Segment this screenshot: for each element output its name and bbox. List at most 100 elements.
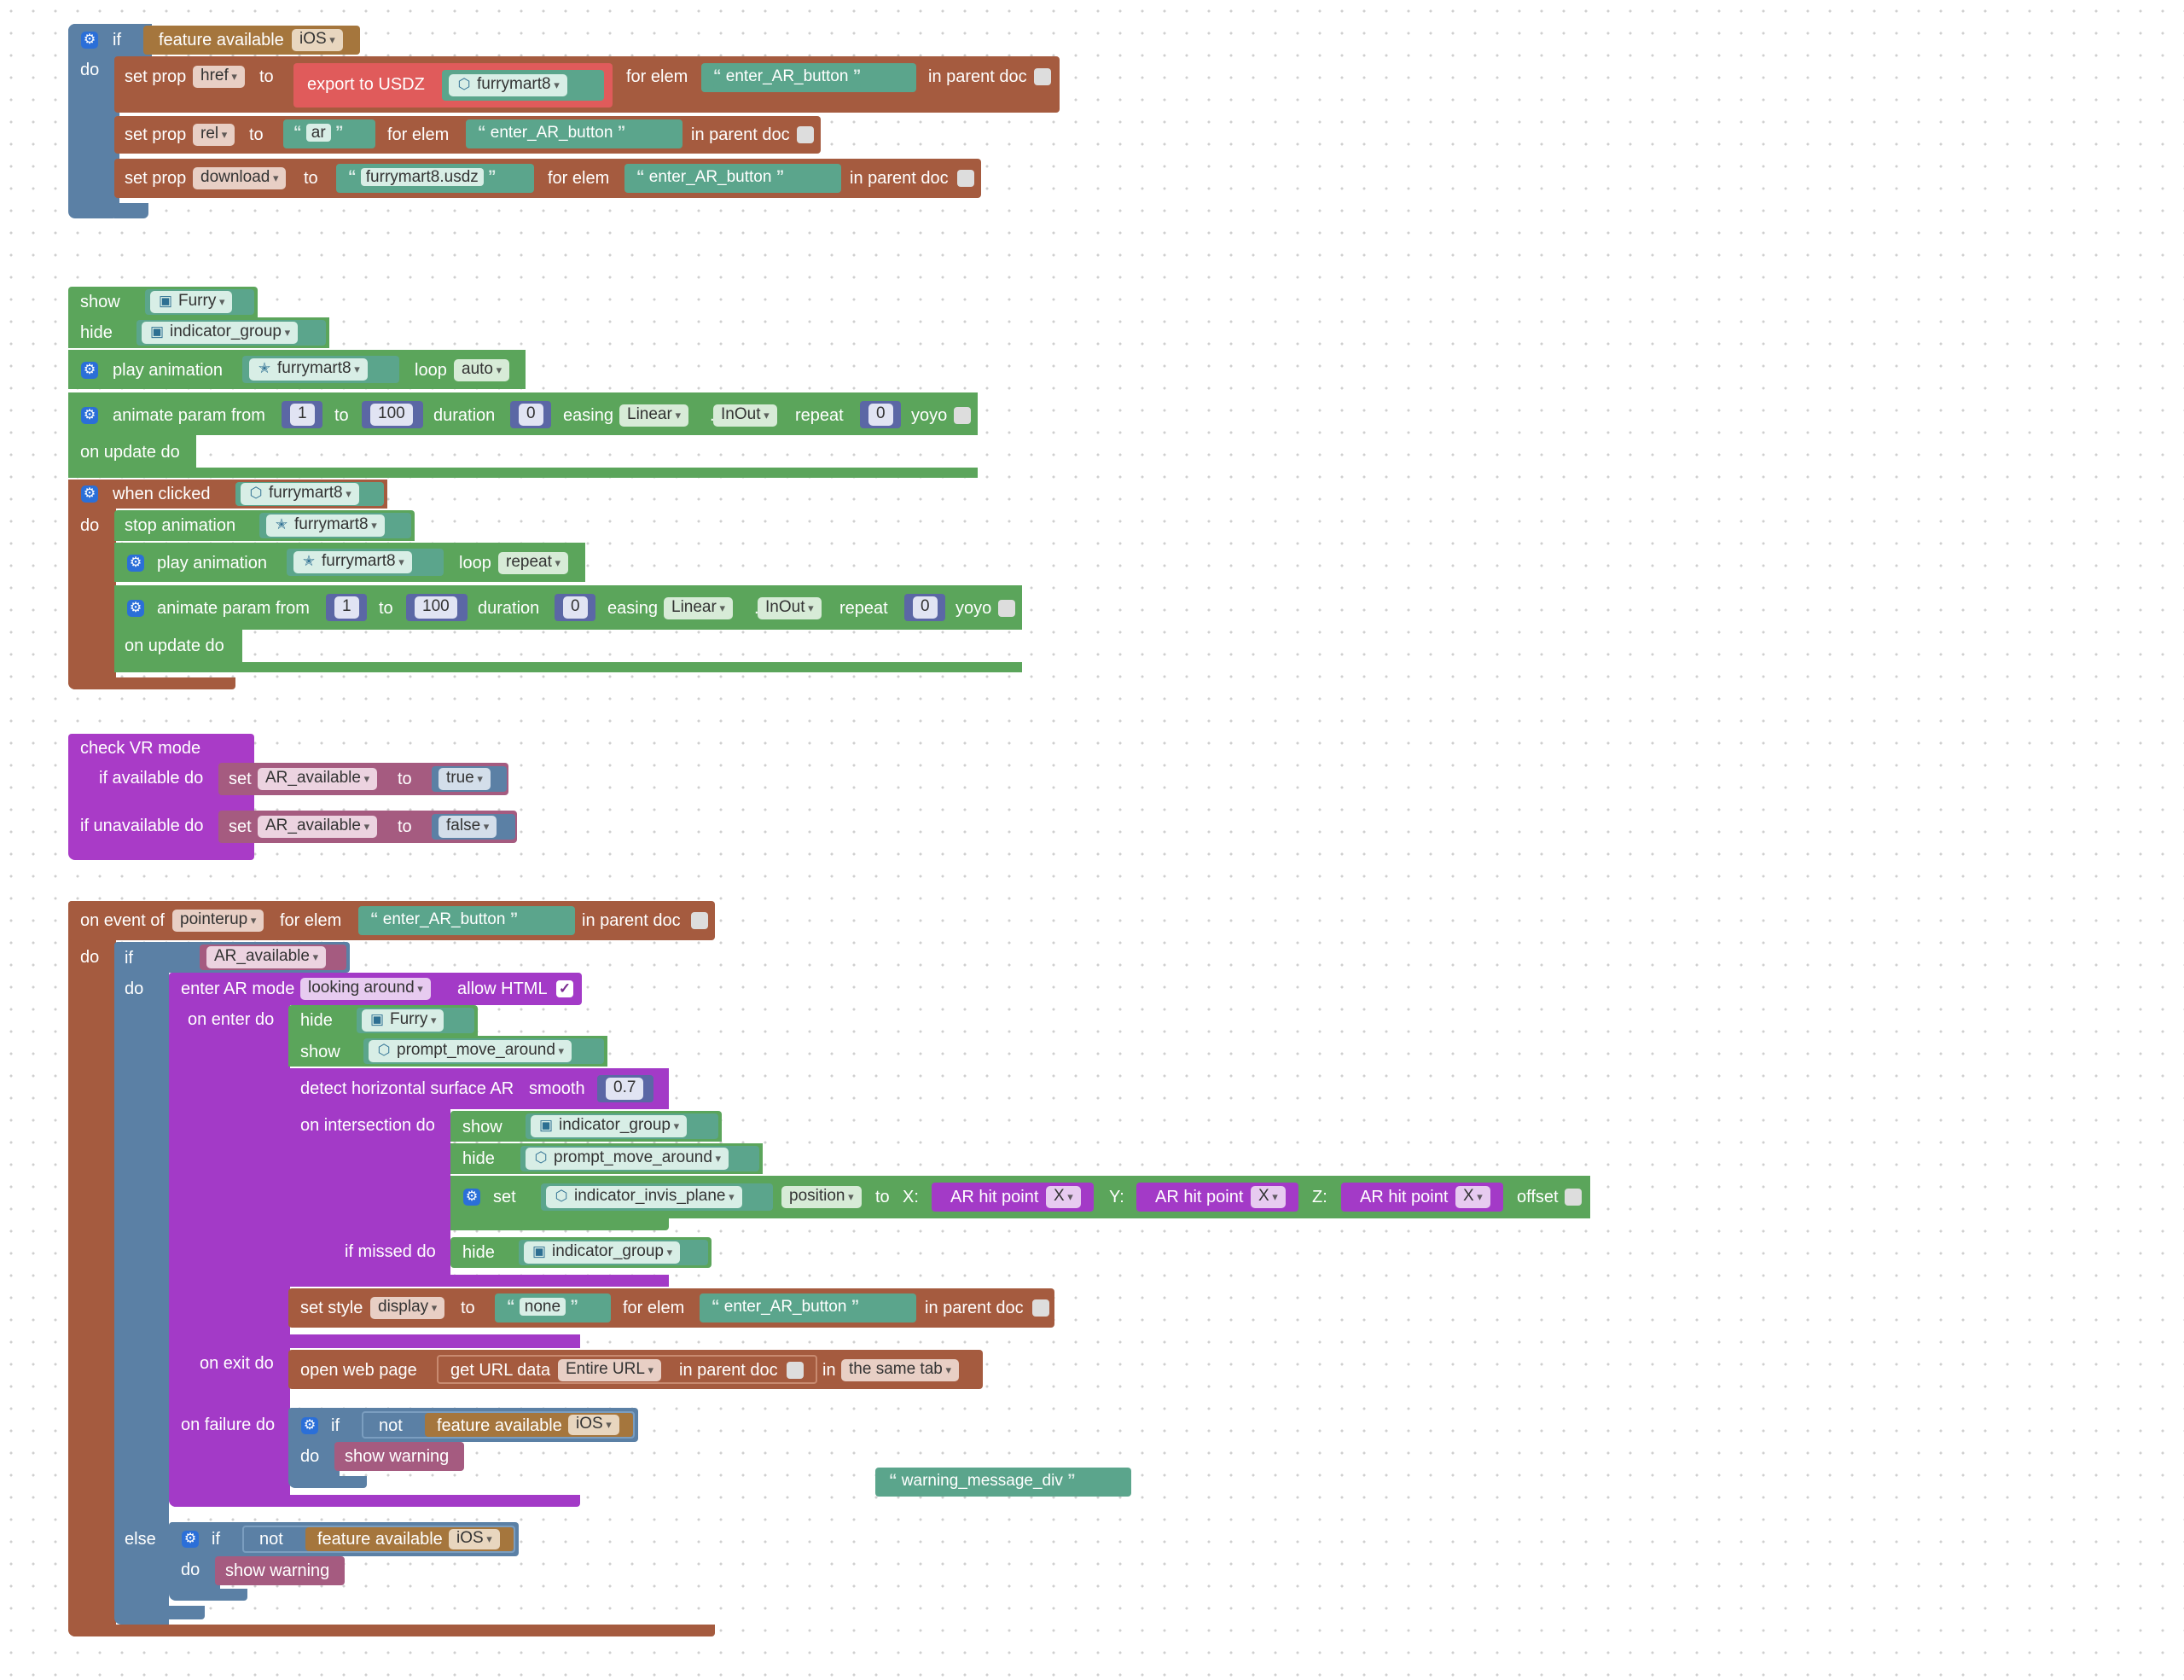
mutator-gear-icon[interactable]: ⚙ — [127, 555, 144, 572]
text-field-furrymart8-usdz[interactable]: furrymart8.usdz — [348, 167, 497, 189]
variable-dropdown-ar-available[interactable]: AR_available — [206, 946, 327, 968]
variable-dropdown-ar-available[interactable]: AR_available — [258, 768, 378, 790]
event-dropdown-pointerup[interactable]: pointerup — [172, 910, 264, 932]
feature-dropdown[interactable]: iOS — [292, 29, 343, 51]
text-field-enter-ar-button[interactable]: enter_AR_button — [478, 123, 625, 145]
mutator-gear-icon[interactable]: ⚙ — [301, 1417, 318, 1434]
feature-dropdown[interactable]: iOS — [449, 1529, 500, 1549]
text-field-enter-ar-button[interactable]: enter_AR_button — [713, 67, 862, 89]
on-event-footer — [68, 1625, 715, 1636]
in-parent-doc-checkbox[interactable] — [957, 170, 974, 187]
enter-ar-mode-frame[interactable] — [169, 973, 290, 1507]
axis-dropdown[interactable]: X — [1046, 1186, 1081, 1208]
in-parent-doc-checkbox[interactable] — [691, 912, 708, 929]
in-parent-doc-checkbox[interactable] — [1034, 68, 1051, 85]
object-dropdown-furrymart8[interactable]: ⬡furrymart8 — [241, 483, 359, 505]
cube-icon: ⬡ — [534, 1149, 548, 1166]
number-field-smooth[interactable]: 0.7 — [606, 1078, 644, 1100]
ar-mode-dropdown[interactable]: looking around — [300, 978, 431, 1000]
mutator-gear-icon[interactable]: ⚙ — [81, 32, 98, 49]
yoyo-checkbox[interactable] — [954, 407, 971, 424]
prop-dropdown-rel[interactable]: rel — [193, 124, 235, 146]
target-tab-dropdown[interactable]: the same tab — [841, 1359, 959, 1381]
mutator-gear-icon[interactable]: ⚙ — [81, 407, 98, 424]
object-dropdown-indicator-group[interactable]: ▣indicator_group — [524, 1241, 681, 1264]
property-dropdown-position[interactable]: position — [781, 1186, 862, 1208]
number-field-duration[interactable]: 0 — [519, 404, 543, 426]
object-dropdown-furrymart8[interactable]: ⬡furrymart8 — [449, 74, 567, 96]
number-field-repeat[interactable]: 0 — [913, 596, 938, 619]
loop-dropdown-auto[interactable]: auto — [454, 359, 510, 381]
when-clicked-block-frame[interactable] — [68, 480, 116, 689]
text-field-ar[interactable]: ar — [293, 123, 343, 145]
feature-dropdown[interactable]: iOS — [568, 1415, 619, 1435]
animation-dropdown-furrymart8[interactable]: ✭furrymart8 — [293, 551, 412, 573]
number-field-from[interactable]: 1 — [290, 404, 315, 426]
number-field-to[interactable]: 100 — [415, 596, 457, 619]
allow-html-checkbox[interactable]: ✓ — [556, 980, 573, 997]
prop-dropdown-href[interactable]: href — [193, 66, 245, 88]
show-warning-block[interactable] — [215, 1556, 345, 1585]
on-event-block-frame[interactable] — [68, 901, 116, 1636]
object-name: furrymart8 — [477, 75, 551, 93]
easing-type-dropdown[interactable]: Linear — [619, 404, 688, 427]
text-field-none[interactable]: none — [507, 1297, 578, 1319]
offset-checkbox[interactable] — [1565, 1189, 1582, 1206]
yoyo-label: yoyo — [911, 406, 948, 425]
show-warning-block[interactable] — [334, 1442, 464, 1471]
in-parent-doc-checkbox[interactable] — [787, 1362, 804, 1379]
object-dropdown-prompt-move-around[interactable]: ⬡prompt_move_around — [526, 1148, 729, 1170]
object-dropdown-indicator-group[interactable]: ▣indicator_group — [142, 322, 299, 344]
text-field-enter-ar-button[interactable]: enter_AR_button — [636, 167, 784, 189]
group-icon: ▣ — [158, 293, 173, 309]
object-dropdown-prompt-move-around[interactable]: ⬡prompt_move_around — [369, 1040, 572, 1062]
number-field-to[interactable]: 100 — [370, 404, 413, 426]
mutator-gear-icon[interactable]: ⚙ — [81, 362, 98, 379]
yoyo-checkbox[interactable] — [998, 600, 1015, 617]
in-parent-doc-checkbox[interactable] — [1032, 1299, 1049, 1317]
number-field-repeat[interactable]: 0 — [868, 404, 893, 426]
boolean-dropdown-false[interactable]: false — [439, 816, 497, 838]
object-dropdown-indicator-invis-plane[interactable]: ⬡indicator_invis_plane — [546, 1186, 742, 1208]
boolean-dropdown-true[interactable]: true — [439, 768, 491, 790]
axis-dropdown[interactable]: X — [1251, 1186, 1286, 1208]
mutator-gear-icon[interactable]: ⚙ — [463, 1189, 480, 1206]
object-dropdown-furry[interactable]: ▣Furry — [150, 291, 233, 313]
mutator-gear-icon[interactable]: ⚙ — [127, 600, 144, 617]
in-parent-doc-label: in parent doc — [691, 125, 790, 144]
variable-dropdown-ar-available[interactable]: AR_available — [258, 816, 378, 838]
loop-dropdown-repeat[interactable]: repeat — [498, 552, 569, 574]
mutator-gear-icon[interactable]: ⚙ — [182, 1531, 199, 1548]
for-elem-label: for elem — [626, 67, 688, 86]
easing-type-dropdown[interactable]: Linear — [664, 597, 733, 619]
for-elem-label: for elem — [548, 169, 610, 188]
in-parent-doc-checkbox[interactable] — [797, 126, 814, 143]
animation-dropdown-furrymart8[interactable]: ✭furrymart8 — [249, 358, 368, 381]
easing-mode-dropdown[interactable]: InOut — [713, 404, 777, 427]
url-part-dropdown[interactable]: Entire URL — [558, 1359, 662, 1381]
object-dropdown-furry[interactable]: ▣Furry — [362, 1009, 444, 1032]
feature-available-label: feature available — [317, 1530, 443, 1549]
running-figure-icon: ✭ — [302, 553, 316, 569]
style-dropdown-display[interactable]: display — [370, 1297, 445, 1319]
number-field-from[interactable]: 1 — [334, 596, 359, 619]
prop-dropdown-download[interactable]: download — [193, 167, 287, 189]
enter-ar-mode-footer — [169, 1495, 580, 1507]
if-ios-block-frame[interactable] — [68, 24, 119, 218]
mutator-gear-icon[interactable]: ⚙ — [81, 485, 98, 503]
text-field-warning-message-div[interactable]: warning_message_div — [889, 1471, 1076, 1493]
easing-mode-dropdown[interactable]: InOut — [758, 597, 822, 619]
if-ar-available-footer — [114, 1606, 205, 1619]
number-field-duration[interactable]: 0 — [563, 596, 588, 619]
object-dropdown-indicator-group[interactable]: ▣indicator_group — [531, 1115, 688, 1137]
text-field-enter-ar-button[interactable]: enter_AR_button — [370, 910, 518, 932]
text-field-enter-ar-button[interactable]: enter_AR_button — [712, 1297, 859, 1319]
animation-dropdown-furrymart8[interactable]: ✭furrymart8 — [266, 514, 385, 537]
axis-dropdown[interactable]: X — [1455, 1186, 1490, 1208]
if-ar-available-frame[interactable] — [114, 942, 169, 1625]
if-label: if — [212, 1530, 220, 1549]
x-label: X: — [903, 1188, 919, 1206]
export-to-usdz-label: export to USDZ — [307, 75, 425, 94]
hide-label: hide — [80, 323, 113, 342]
